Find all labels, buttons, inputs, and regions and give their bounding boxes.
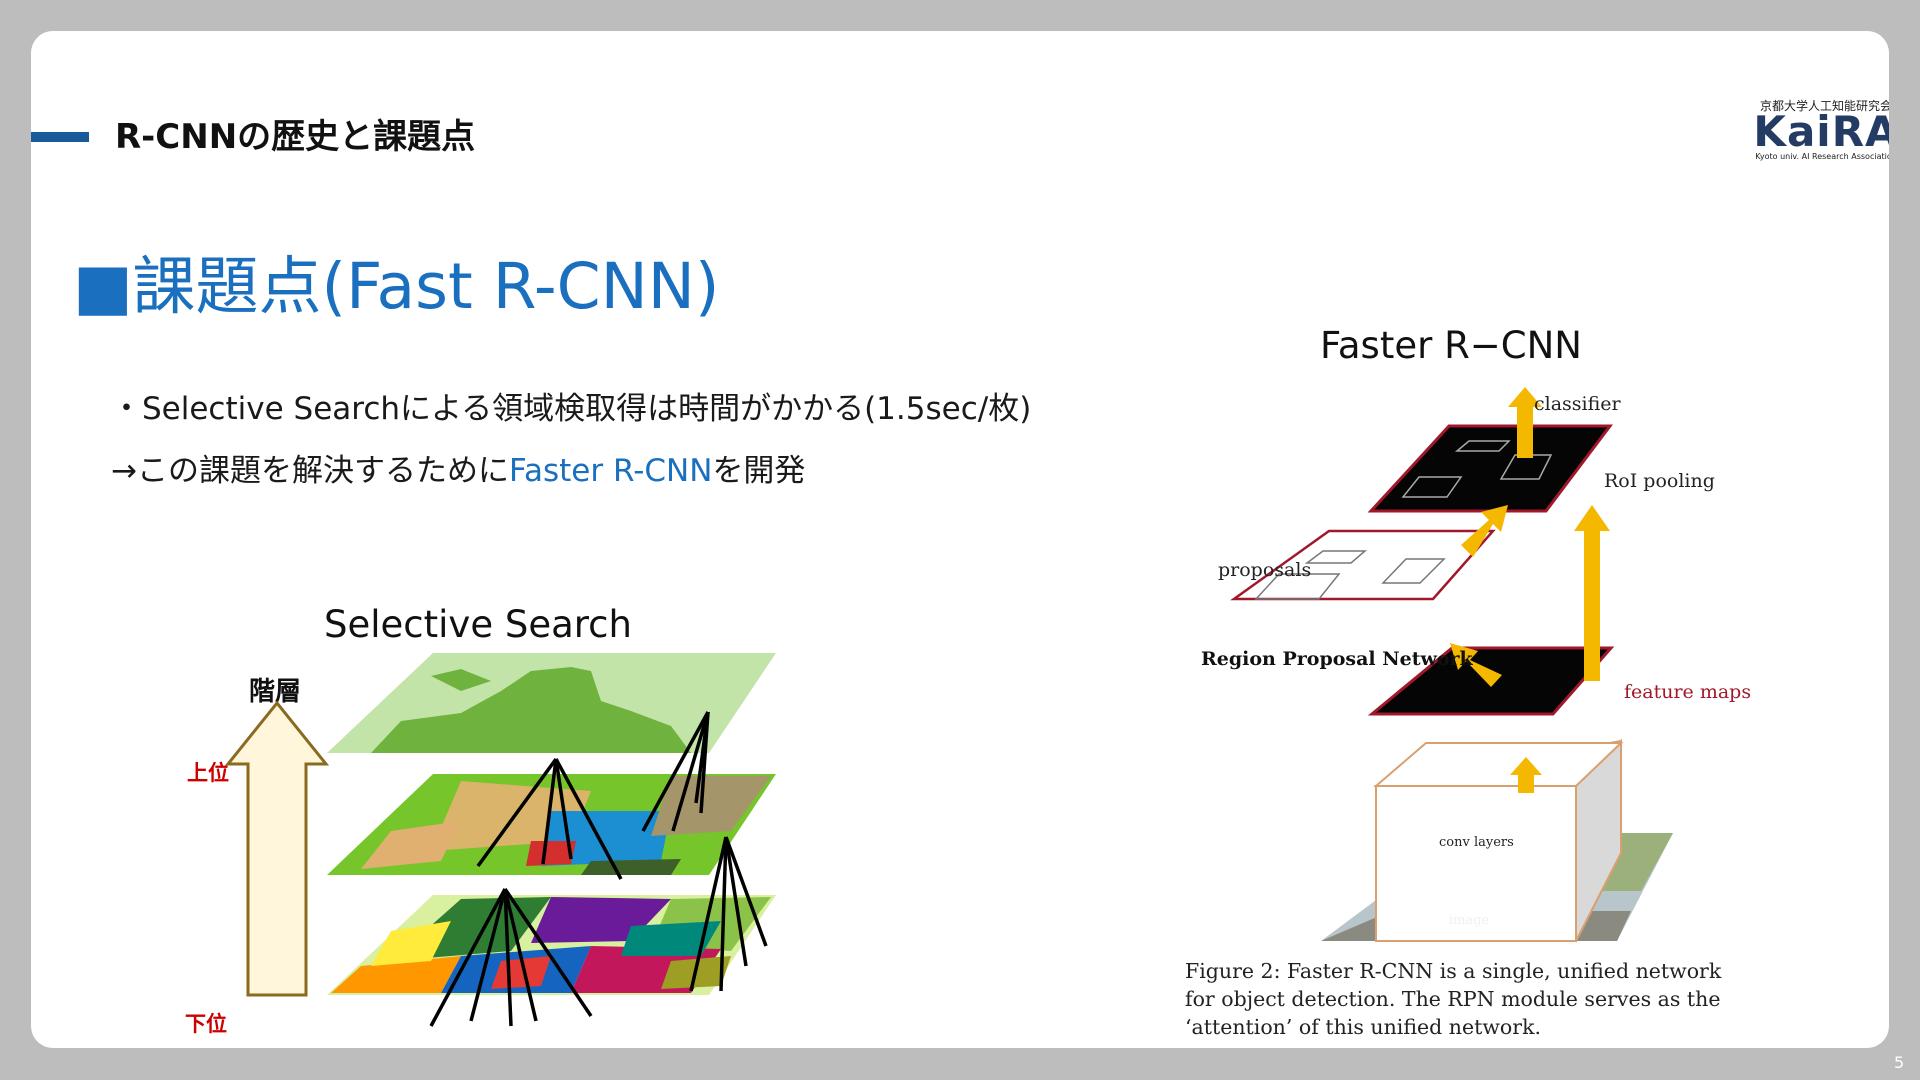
section-title: ■課題点(Fast R-CNN)	[73, 250, 720, 323]
page-number: 5	[1894, 1053, 1905, 1072]
faster-rcnn-title: Faster R−CNN	[1320, 324, 1582, 367]
caption-line-3: ‘attention’ of this unified network.	[1185, 1015, 1542, 1039]
bullet-line-2-prefix: →この課題を解決するために	[111, 453, 509, 489]
caption-line-2: for object detection. The RPN module ser…	[1185, 987, 1721, 1011]
conv-layers-label: conv layers	[1439, 835, 1514, 850]
proposals-plane	[1230, 529, 1496, 601]
flow-arrows	[1450, 387, 1610, 793]
rpn-label: Region Proposal Network	[1201, 648, 1473, 670]
segmentation-layer-bottom	[327, 895, 776, 995]
faster-rcnn-diagram	[1230, 387, 1673, 943]
slide: R-CNNの歴史と課題点 京都大学人工知能研究会 KaiRA Kyoto uni…	[31, 31, 1889, 1048]
bullet-line-2: →この課題を解決するためにFaster R-CNNを開発	[111, 445, 805, 490]
bullet-line-2-highlight: Faster R-CNN	[508, 453, 713, 489]
feature-maps-label: feature maps	[1624, 681, 1752, 703]
header-accent-bar	[31, 132, 89, 142]
figure-caption: Figure 2: Faster R-CNN is a single, unif…	[1185, 957, 1721, 1041]
roi-pooling-label: RoI pooling	[1604, 470, 1715, 492]
bullet-line-1: ・Selective Searchによる領域検取得は時間がかかる(1.5sec/…	[111, 391, 1032, 427]
classifier-label: classifier	[1534, 393, 1621, 415]
logo-name: KaiRA	[1753, 107, 1889, 156]
selective-search-title: Selective Search	[324, 603, 632, 646]
kaira-logo: 京都大学人工知能研究会 KaiRA Kyoto univ. AI Researc…	[1753, 97, 1889, 163]
segmentation-layer-middle	[327, 774, 776, 875]
proposals-label: proposals	[1218, 559, 1312, 581]
roi-pooling-plane	[1367, 424, 1614, 513]
slide-header-title: R-CNNの歴史と課題点	[115, 117, 476, 157]
segmentation-layer-top	[327, 653, 776, 753]
caption-line-1: Figure 2: Faster R-CNN is a single, unif…	[1185, 959, 1722, 983]
conv-layers-box	[1373, 738, 1624, 943]
upper-level-label: 上位	[187, 761, 229, 785]
hierarchy-label: 階層	[249, 677, 302, 707]
lower-level-label: 下位	[185, 1012, 227, 1036]
bullet-line-2-suffix: を開発	[712, 453, 806, 489]
logo-bottom-text: Kyoto univ. AI Research Association	[1755, 152, 1889, 161]
hierarchy-lines	[429, 711, 768, 1027]
selective-search-diagram	[224, 653, 776, 1027]
logo-top-text: 京都大学人工知能研究会	[1759, 99, 1889, 113]
image-label: image	[1449, 913, 1490, 928]
hierarchy-arrow	[224, 700, 330, 997]
